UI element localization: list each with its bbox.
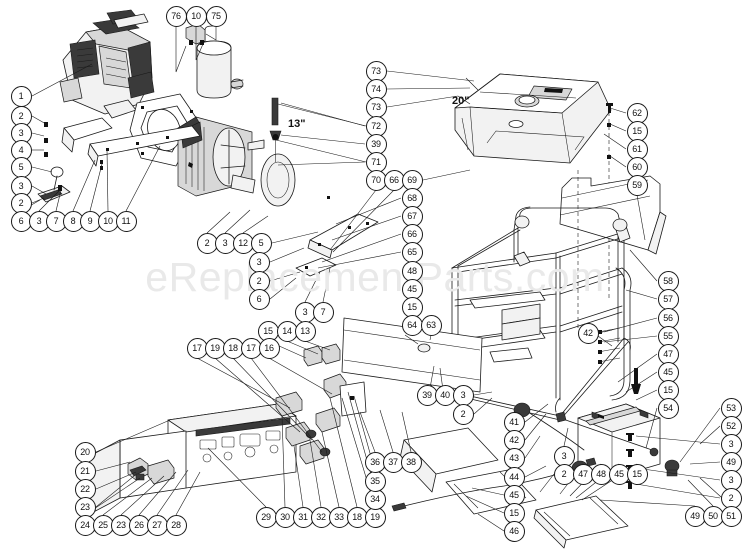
callout-64[interactable]: 64 bbox=[401, 314, 423, 336]
callout-30[interactable]: 30 bbox=[274, 506, 296, 528]
callout-15[interactable]: 15 bbox=[626, 463, 648, 485]
dimension-parts-art bbox=[269, 97, 282, 162]
callout-20[interactable]: 20 bbox=[74, 441, 96, 463]
battery-cable-art bbox=[391, 402, 597, 512]
callout-42[interactable]: 42 bbox=[577, 322, 599, 344]
alternator-stator-art bbox=[129, 93, 296, 207]
callout-38[interactable]: 38 bbox=[400, 451, 422, 473]
callout-29[interactable]: 29 bbox=[255, 506, 277, 528]
callout-45[interactable]: 45 bbox=[401, 278, 423, 300]
handle-bracket-art bbox=[577, 170, 632, 401]
long-bolt-art bbox=[555, 368, 659, 457]
callout-1[interactable]: 1 bbox=[10, 85, 32, 107]
battery-art bbox=[577, 403, 661, 479]
callout-34[interactable]: 34 bbox=[364, 488, 386, 510]
air-cleaner-assembly-art bbox=[185, 23, 244, 99]
dimension-label: 13" bbox=[288, 118, 306, 130]
upper-bracket-art bbox=[295, 196, 379, 277]
callout-68[interactable]: 68 bbox=[401, 187, 423, 209]
callout-51[interactable]: 51 bbox=[720, 505, 742, 527]
callout-28[interactable]: 28 bbox=[165, 514, 187, 536]
callout-60[interactable]: 60 bbox=[626, 156, 648, 178]
callout-3[interactable]: 3 bbox=[452, 384, 474, 406]
callout-45[interactable]: 45 bbox=[608, 463, 630, 485]
dimension-label: 20" bbox=[452, 95, 470, 107]
callout-74[interactable]: 74 bbox=[365, 78, 387, 100]
callout-43[interactable]: 43 bbox=[503, 447, 525, 469]
dimension-arrow-art bbox=[275, 77, 479, 163]
callout-5[interactable]: 5 bbox=[10, 156, 32, 178]
callout-76[interactable]: 76 bbox=[165, 5, 187, 27]
callout-63[interactable]: 63 bbox=[420, 314, 442, 336]
callout-49[interactable]: 49 bbox=[720, 451, 742, 473]
callout-2[interactable]: 2 bbox=[452, 403, 474, 425]
callout-19[interactable]: 19 bbox=[364, 506, 386, 528]
callout-69[interactable]: 69 bbox=[401, 169, 423, 191]
fuel-tank-art bbox=[454, 73, 612, 164]
callout-5[interactable]: 5 bbox=[250, 232, 272, 254]
rear-shroud-art bbox=[559, 175, 667, 255]
callout-17[interactable]: 17 bbox=[186, 337, 208, 359]
callout-6[interactable]: 6 bbox=[248, 288, 270, 310]
callout-61[interactable]: 61 bbox=[626, 138, 648, 160]
engine-assembly-art bbox=[59, 9, 155, 119]
callout-54[interactable]: 54 bbox=[657, 397, 679, 419]
callout-19[interactable]: 19 bbox=[204, 337, 226, 359]
heat-shield-art bbox=[341, 303, 541, 393]
leader-lines bbox=[20, 27, 732, 532]
callout-57[interactable]: 57 bbox=[657, 288, 679, 310]
callout-47[interactable]: 47 bbox=[572, 463, 594, 485]
switch-cluster-art bbox=[127, 343, 367, 485]
callout-35[interactable]: 35 bbox=[364, 470, 386, 492]
callout-31[interactable]: 31 bbox=[292, 506, 314, 528]
callout-3[interactable]: 3 bbox=[248, 251, 270, 273]
callout-67[interactable]: 67 bbox=[401, 205, 423, 227]
callout-73[interactable]: 73 bbox=[365, 96, 387, 118]
callout-15[interactable]: 15 bbox=[626, 120, 648, 142]
callout-10[interactable]: 10 bbox=[185, 5, 207, 27]
callout-3[interactable]: 3 bbox=[553, 445, 575, 467]
callout-42[interactable]: 42 bbox=[503, 429, 525, 451]
callout-3[interactable]: 3 bbox=[720, 469, 742, 491]
callout-46[interactable]: 46 bbox=[503, 520, 525, 542]
callout-13[interactable]: 13 bbox=[294, 320, 316, 342]
callout-26[interactable]: 26 bbox=[128, 514, 150, 536]
callout-27[interactable]: 27 bbox=[146, 514, 168, 536]
control-panel-art bbox=[85, 403, 297, 517]
callout-11[interactable]: 11 bbox=[115, 210, 137, 232]
callout-65[interactable]: 65 bbox=[401, 241, 423, 263]
callout-7[interactable]: 7 bbox=[312, 301, 334, 323]
callout-58[interactable]: 58 bbox=[657, 270, 679, 292]
callout-2[interactable]: 2 bbox=[553, 463, 575, 485]
callout-3[interactable]: 3 bbox=[10, 175, 32, 197]
callout-16[interactable]: 16 bbox=[258, 337, 280, 359]
callout-59[interactable]: 59 bbox=[626, 174, 648, 196]
callout-55[interactable]: 55 bbox=[657, 325, 679, 347]
callout-75[interactable]: 75 bbox=[205, 5, 227, 27]
callout-66[interactable]: 66 bbox=[383, 169, 405, 191]
